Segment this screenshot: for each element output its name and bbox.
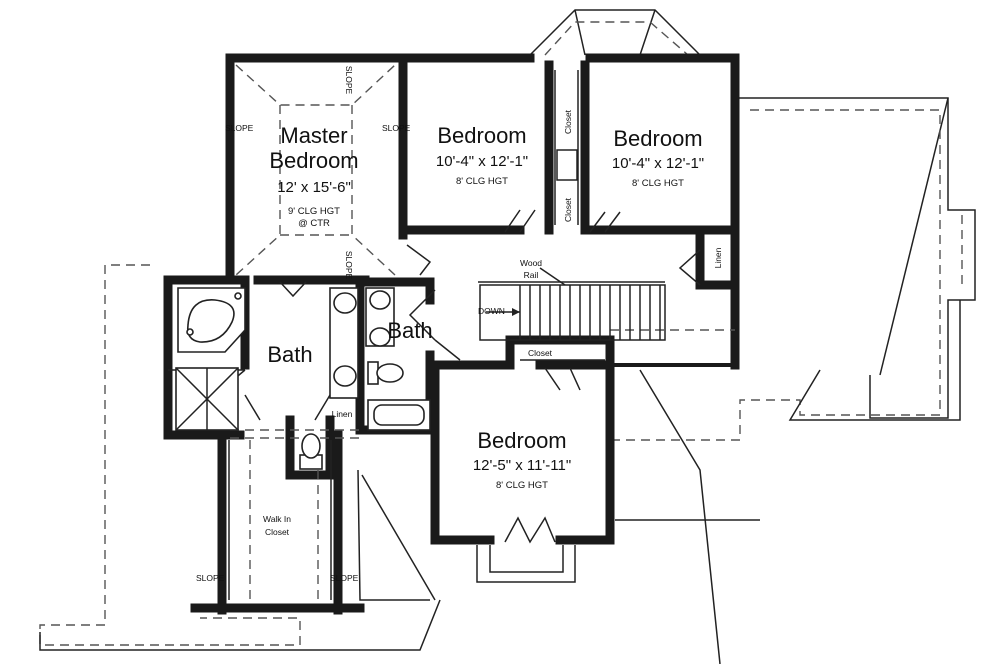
master-bedroom-title-2: Bedroom [269, 148, 358, 173]
slope-label-4: SLOPE [344, 251, 354, 280]
bedroom-a-size: 10'-4" x 12'-1" [436, 153, 528, 170]
walk-in-closet-label-1: Walk In [263, 514, 291, 524]
bedroom-b-size: 10'-4" x 12'-1" [612, 155, 704, 172]
bedroom-c-ceiling: 8' CLG HGT [496, 480, 548, 491]
down-label: DOWN [478, 306, 505, 316]
slope-label-2: SLOPE [382, 123, 411, 133]
hall-bath-title: Bath [387, 318, 432, 343]
linen-label-bath: Linen [332, 409, 353, 419]
slope-label-6: SLOPE [330, 573, 359, 583]
closet-label-upper-1: Closet [563, 109, 573, 134]
closet-label-lower: Closet [528, 348, 553, 358]
walk-in-closet-label-2: Closet [265, 527, 290, 537]
roof-outlines [39, 9, 976, 664]
bedroom-a-title: Bedroom [437, 123, 526, 148]
wood-rail-label-1: Wood [520, 258, 542, 268]
master-bedroom-ceiling-2: @ CTR [298, 218, 330, 229]
master-bedroom-title-1: Master [280, 123, 347, 148]
linen-label-right: Linen [713, 247, 723, 268]
master-bedroom-ceiling-1: 9' CLG HGT [288, 206, 340, 217]
wood-rail-label-2: Rail [524, 270, 539, 280]
bedroom-a-ceiling: 8' CLG HGT [456, 176, 508, 187]
room-labels: Master Bedroom 12' x 15'-6" 9' CLG HGT @… [196, 66, 723, 583]
fixtures [175, 70, 605, 600]
bedroom-c-title: Bedroom [477, 428, 566, 453]
bedroom-c-size: 12'-5" x 11'-11" [473, 457, 571, 474]
slope-label-1: SLOPE [225, 123, 254, 133]
bedroom-b-title: Bedroom [613, 126, 702, 151]
stairs [478, 267, 666, 341]
closet-label-upper-2: Closet [563, 197, 573, 222]
slope-label-3: SLOPE [344, 66, 354, 95]
master-bath-title: Bath [267, 342, 312, 367]
bedroom-b-ceiling: 8' CLG HGT [632, 178, 684, 189]
slope-label-5: SLOPE [196, 573, 225, 583]
ceiling-lines [230, 64, 735, 600]
master-bedroom-size: 12' x 15'-6" [277, 179, 351, 196]
